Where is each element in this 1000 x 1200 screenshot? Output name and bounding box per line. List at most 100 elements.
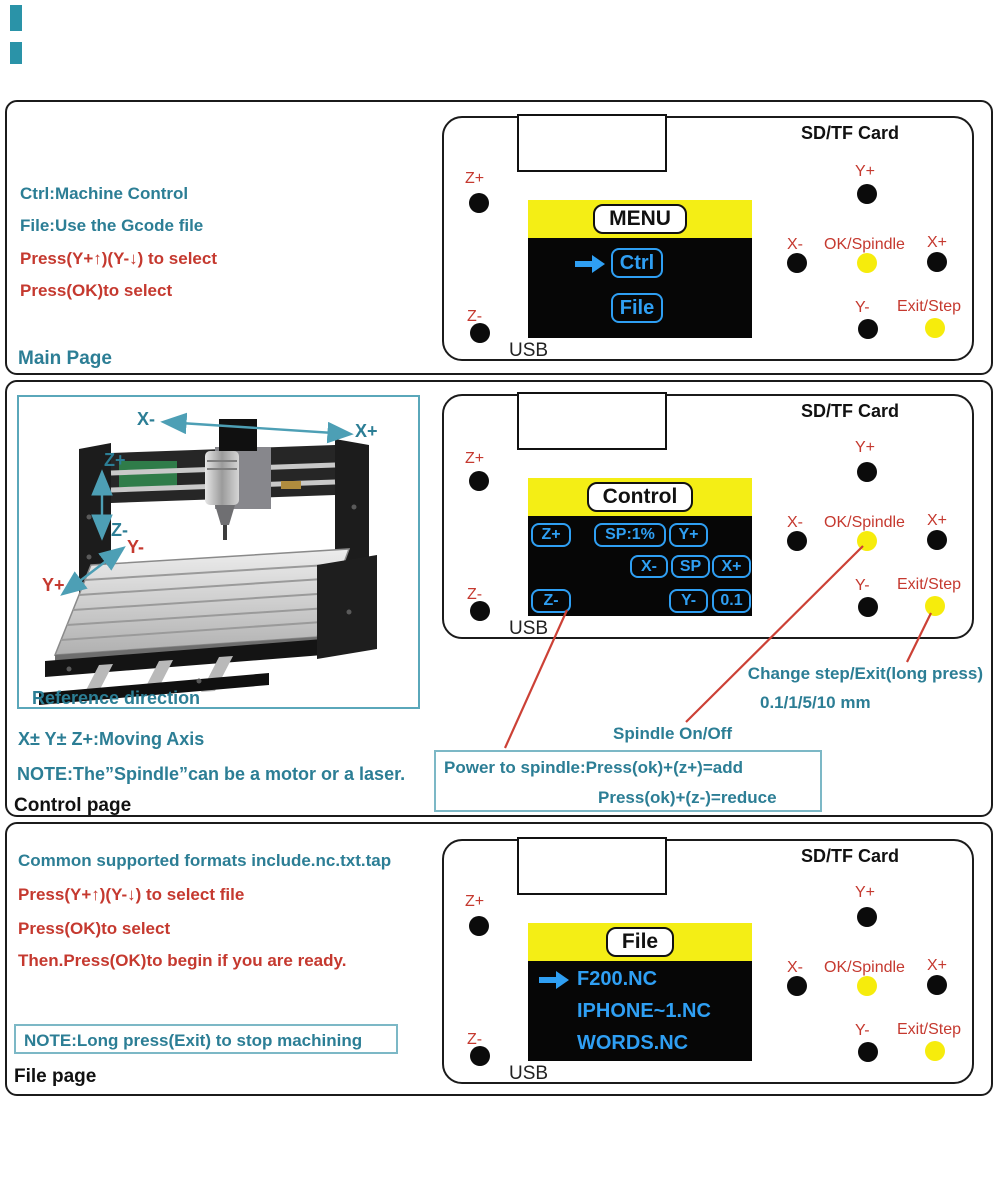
offline-controller-file: SD/TF Card Z+ Z- USB Y+ X- OK/Spindle X+… bbox=[442, 837, 974, 1084]
exit-step-label: Exit/Step bbox=[897, 1021, 962, 1038]
long-press-note-text: NOTE:Long press(Exit) to stop machining bbox=[24, 1031, 363, 1050]
y-plus-label: Y+ bbox=[855, 884, 876, 901]
file-instruction-red-3: Then.Press(OK)to begin if you are ready. bbox=[18, 951, 347, 970]
z-plus-label: Z+ bbox=[465, 170, 485, 187]
z-plus-label: Z+ bbox=[465, 893, 485, 910]
z-minus-label: Z- bbox=[467, 1031, 483, 1048]
screen-btn-y-minus: Y- bbox=[669, 589, 708, 613]
y-minus-button bbox=[858, 319, 878, 339]
x-plus-label: X+ bbox=[927, 234, 948, 251]
file-instruction-red-1: Press(Y+↑)(Y-↓) to select file bbox=[18, 885, 245, 904]
main-instruction-red-1: Press(Y+↑)(Y-↓) to select bbox=[20, 249, 217, 268]
usb-label: USB bbox=[509, 340, 549, 361]
screen-title: MENU bbox=[593, 204, 687, 234]
axis-y-minus-label: Y- bbox=[127, 537, 145, 557]
screen-header: File bbox=[528, 923, 752, 961]
y-plus-label: Y+ bbox=[855, 439, 876, 456]
y-plus-button bbox=[857, 184, 877, 204]
ok-spindle-button bbox=[857, 253, 877, 273]
axis-y-plus-label: Y+ bbox=[42, 575, 65, 595]
z-plus-button bbox=[469, 193, 489, 213]
usb-label: USB bbox=[509, 618, 549, 639]
change-step-annotation: Change step/Exit(long press) bbox=[747, 664, 983, 683]
power-line-1: Power to spindle:Press(ok)+(z+)=add bbox=[444, 758, 743, 777]
screen-btn-sp1: SP:1% bbox=[594, 523, 666, 547]
x-plus-button bbox=[927, 975, 947, 995]
offline-controller-main: SD/TF Card Z+ Z- USB Y+ X- OK/Spindle X+… bbox=[442, 114, 974, 361]
menu-item-file: File bbox=[611, 293, 663, 323]
x-minus-label: X- bbox=[787, 514, 803, 531]
y-minus-label: Y- bbox=[855, 577, 870, 594]
selection-arrow-icon bbox=[539, 971, 569, 989]
z-minus-label: Z- bbox=[467, 586, 483, 603]
screen-btn-z-minus: Z- bbox=[531, 589, 571, 613]
corner-tab-1 bbox=[10, 5, 22, 31]
formats-text: Common supported formats include.nc.txt.… bbox=[18, 851, 392, 870]
y-plus-button bbox=[857, 462, 877, 482]
file-row-2: IPHONE~1.NC bbox=[577, 1000, 711, 1022]
z-plus-label: Z+ bbox=[465, 450, 485, 467]
screen-title: Control bbox=[586, 482, 694, 512]
z-minus-button bbox=[470, 1046, 490, 1066]
file-row-1: F200.NC bbox=[577, 968, 658, 990]
control-page-panel: X- X+ Z+ Z- Y- Y+ Reference direction X±… bbox=[5, 380, 993, 817]
exit-step-button bbox=[925, 596, 945, 616]
step-values-annotation: 0.1/1/5/10 mm bbox=[760, 693, 871, 712]
ok-spindle-button bbox=[857, 531, 877, 551]
exit-step-label: Exit/Step bbox=[897, 576, 962, 593]
exit-step-button bbox=[925, 1041, 945, 1061]
file-page-panel: Common supported formats include.nc.txt.… bbox=[5, 822, 993, 1096]
reference-direction-caption: Reference direction bbox=[32, 688, 201, 708]
ok-spindle-label: OK/Spindle bbox=[824, 959, 905, 976]
screen-btn-x-minus: X- bbox=[630, 555, 668, 578]
ok-spindle-button bbox=[857, 976, 877, 996]
lcd-screen-menu: MENU Ctrl File bbox=[528, 200, 752, 338]
sd-card-slot bbox=[517, 392, 667, 450]
main-instruction-2: File:Use the Gcode file bbox=[20, 216, 204, 235]
usb-label: USB bbox=[509, 1063, 549, 1084]
main-instruction-red-2: Press(OK)to select bbox=[20, 281, 173, 300]
z-minus-button bbox=[470, 323, 490, 343]
sd-card-label: SD/TF Card bbox=[801, 401, 900, 421]
sd-card-label: SD/TF Card bbox=[801, 846, 900, 866]
file-row-3: WORDS.NC bbox=[577, 1032, 689, 1054]
spindle-note-text: NOTE:The”Spindle”can be a motor or a las… bbox=[17, 764, 406, 784]
screen-btn-step: 0.1 bbox=[712, 589, 751, 613]
screen-title: File bbox=[605, 927, 675, 957]
x-plus-label: X+ bbox=[927, 957, 948, 974]
screen-btn-x-plus: X+ bbox=[712, 555, 751, 578]
control-page-title: Control page bbox=[14, 795, 132, 816]
moving-axis-text: X± Y± Z+:Moving Axis bbox=[18, 729, 205, 749]
sd-card-label: SD/TF Card bbox=[801, 123, 900, 143]
main-page-title: Main Page bbox=[18, 348, 112, 369]
selection-arrow-icon bbox=[575, 255, 605, 273]
x-minus-label: X- bbox=[787, 236, 803, 253]
spindle-onoff-annotation: Spindle On/Off bbox=[613, 724, 732, 743]
y-minus-label: Y- bbox=[855, 1022, 870, 1039]
y-plus-button bbox=[857, 907, 877, 927]
z-plus-button bbox=[469, 916, 489, 936]
screen-btn-y-plus: Y+ bbox=[669, 523, 708, 547]
y-minus-button bbox=[858, 597, 878, 617]
y-minus-button bbox=[858, 1042, 878, 1062]
screen-btn-sp: SP bbox=[671, 555, 710, 578]
lcd-screen-control: Control Z+ SP:1% Y+ X- SP X+ Z- Y- 0.1 bbox=[528, 478, 752, 616]
cnc-machine-illustration bbox=[39, 412, 377, 705]
main-instruction-1: Ctrl:Machine Control bbox=[20, 184, 189, 203]
ok-spindle-label: OK/Spindle bbox=[824, 236, 905, 253]
axis-x-minus-label: X- bbox=[137, 409, 155, 429]
screen-header: MENU bbox=[528, 200, 752, 238]
exit-step-button bbox=[925, 318, 945, 338]
axis-z-plus-label: Z+ bbox=[104, 450, 126, 470]
x-minus-button bbox=[787, 531, 807, 551]
lcd-screen-file: File F200.NC IPHONE~1.NC WORDS.NC bbox=[528, 923, 752, 1061]
long-press-note-box: NOTE:Long press(Exit) to stop machining bbox=[14, 1024, 398, 1054]
z-minus-label: Z- bbox=[467, 308, 483, 325]
sd-card-slot bbox=[517, 837, 667, 895]
screen-btn-z-plus: Z+ bbox=[531, 523, 571, 547]
axis-z-minus-label: Z- bbox=[111, 520, 128, 540]
main-page-panel: Ctrl:Machine Control File:Use the Gcode … bbox=[5, 100, 993, 375]
z-plus-button bbox=[469, 471, 489, 491]
axis-x-plus-label: X+ bbox=[355, 421, 378, 441]
